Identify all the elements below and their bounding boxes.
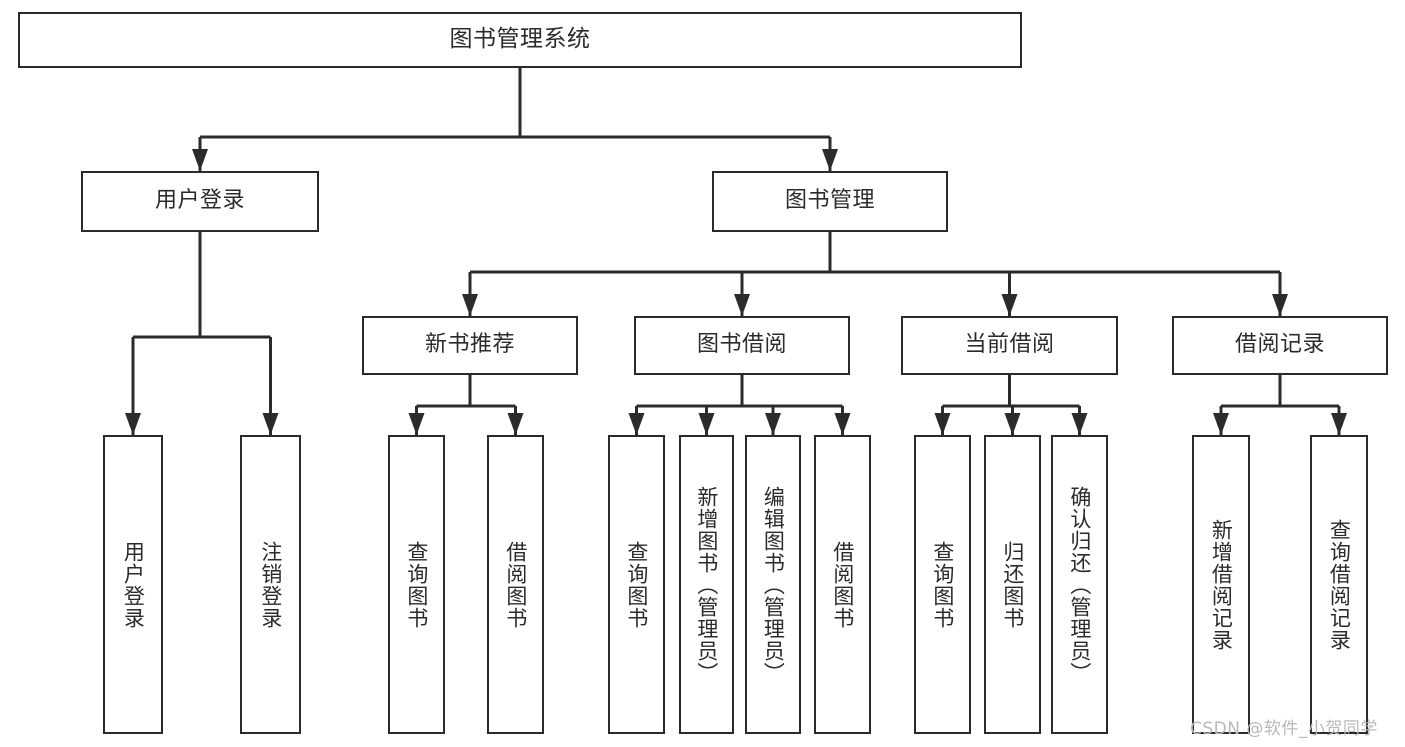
edge-arrowhead [934, 413, 951, 435]
node-login[interactable]: 用户登录 [81, 171, 319, 232]
node-label: 查询图书 [404, 540, 429, 629]
edge-arrowhead [1331, 413, 1347, 435]
node-label: 查询图书 [930, 540, 955, 629]
node-leaf-borrow-add[interactable]: 新增图书（管理员） [679, 435, 734, 734]
node-label: 借阅记录 [1234, 332, 1325, 358]
edge-arrowhead [765, 413, 781, 435]
edge-arrowhead [1004, 413, 1021, 435]
node-label: 归还图书 [1000, 540, 1025, 629]
edge-arrowhead [192, 149, 208, 171]
watermark: CSDN @软件_小贺同学 [1190, 719, 1378, 739]
edge-arrowhead [507, 413, 524, 435]
node-label: 图书管理 [784, 188, 875, 214]
node-label: 确认归还（管理员） [1067, 485, 1092, 684]
node-leaf-borrow-edit[interactable]: 编辑图书（管理员） [745, 435, 801, 734]
edge-arrowhead [1001, 294, 1018, 316]
node-leaf-user-logout[interactable]: 注销登录 [240, 435, 301, 734]
edge-arrowhead [262, 413, 279, 435]
node-label: 新书推荐 [424, 332, 515, 358]
edge-arrowhead [1272, 294, 1288, 316]
node-newbook[interactable]: 新书推荐 [362, 316, 578, 375]
node-label: 借阅图书 [830, 540, 855, 629]
node-leaf-borrow-borrow[interactable]: 借阅图书 [814, 435, 871, 734]
node-label: 新增借阅记录 [1209, 518, 1234, 651]
node-leaf-records-add[interactable]: 新增借阅记录 [1192, 435, 1250, 734]
edge-arrowhead [125, 413, 141, 435]
node-label: 查询借阅记录 [1327, 518, 1352, 651]
node-label: 图书管理系统 [449, 26, 591, 53]
edge-arrowhead [698, 413, 715, 435]
node-label: 当前借阅 [964, 332, 1055, 358]
node-leaf-newbook-query[interactable]: 查询图书 [388, 435, 445, 734]
node-leaf-records-query[interactable]: 查询借阅记录 [1310, 435, 1368, 734]
node-current[interactable]: 当前借阅 [901, 316, 1118, 375]
node-root[interactable]: 图书管理系统 [18, 12, 1022, 68]
node-leaf-newbook-borrow[interactable]: 借阅图书 [487, 435, 544, 734]
node-leaf-borrow-query[interactable]: 查询图书 [608, 435, 665, 734]
edge-arrowhead [834, 413, 851, 435]
node-leaf-current-confirm[interactable]: 确认归还（管理员） [1051, 435, 1108, 734]
node-label: 图书借阅 [696, 332, 787, 358]
node-label: 借阅图书 [503, 540, 528, 629]
node-bookmgmt[interactable]: 图书管理 [712, 171, 948, 232]
edge-arrowhead [822, 149, 838, 171]
edge-arrowhead [462, 294, 478, 316]
edge-arrowhead [734, 294, 750, 316]
edge-arrowhead [408, 413, 425, 435]
node-label: 注销登录 [258, 540, 283, 629]
node-label: 编辑图书（管理员） [761, 485, 786, 684]
node-leaf-current-return[interactable]: 归还图书 [984, 435, 1041, 734]
edge-arrowhead [1071, 413, 1088, 435]
node-label: 查询图书 [624, 540, 649, 629]
node-label: 用户登录 [154, 188, 245, 214]
node-leaf-user-login[interactable]: 用户登录 [103, 435, 163, 734]
node-borrow[interactable]: 图书借阅 [634, 316, 850, 375]
node-label: 新增图书（管理员） [694, 485, 719, 684]
edge-arrowhead [628, 413, 645, 435]
edge-arrowhead [1213, 413, 1229, 435]
node-leaf-current-query[interactable]: 查询图书 [914, 435, 971, 734]
node-records[interactable]: 借阅记录 [1172, 316, 1388, 375]
node-label: 用户登录 [121, 540, 146, 629]
